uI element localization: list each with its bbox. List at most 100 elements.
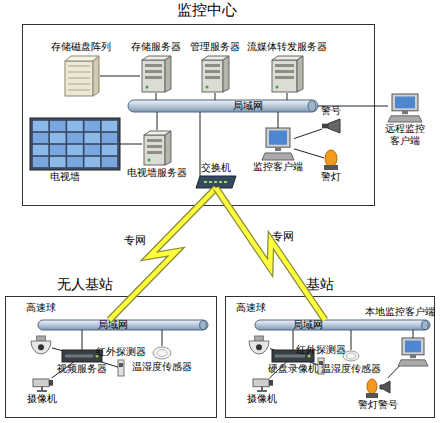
dome-icon-part [38,344,44,350]
video-wall-svg [30,118,120,170]
switch-icon: 交换机 [196,176,236,188]
client-pc-icon-svg [398,338,428,366]
device-label: 存储服务器 [131,41,181,53]
lan-bus-svg [255,320,430,330]
pc-icon-part [398,360,428,366]
lan-icon-part [200,321,207,330]
wall-icon-part [101,145,117,156]
array-icon-part [68,72,90,73]
wall-icon-part [50,157,66,168]
array-icon-part [68,90,90,91]
disk-array-icon: 存储磁盘阵列 [62,55,100,97]
dome-icon-part [255,336,264,341]
lan-icon-part [128,100,318,112]
disk-array-icon-svg [62,55,100,97]
wall-icon-part [101,157,117,168]
switch-icon-part [204,181,207,183]
server-icon: 电视墙服务器 [142,130,172,166]
edge-label: 专网 [124,234,146,247]
bus-label: 局域网 [98,319,128,331]
camera-icon: 摄像机 [30,378,54,392]
lan-bus: 局域网 [128,100,318,112]
device-label: 高速球 [26,302,56,314]
cam-icon-part [33,379,49,387]
pc-icon-part [269,131,287,145]
device-label: 红外探测器 [296,344,346,356]
server-icon-part [205,64,220,67]
wall-icon-part [84,121,100,132]
lan-icon-part [422,321,429,330]
server-icon: 管理服务器 [200,55,230,93]
dome-icon-part [249,341,269,354]
base-station-box: 基站局域网高速球本地监控客户端硬盘录像机红外探测器温湿度传感器摄像机警灯警号 [225,296,435,418]
server-icon-part [275,76,294,79]
speaker-icon-part [322,124,328,129]
device-label: 警号 [321,105,341,117]
server-icon-svg [270,55,304,93]
wall-icon-part [33,157,49,168]
lamp-icon-part [324,165,338,170]
pc-icon-part [392,94,418,111]
array-icon-part [68,84,90,85]
speaker-icon-part [328,119,340,133]
dome-icon-part [256,344,262,350]
device-label: 警灯 [321,171,341,183]
wall-icon-part [33,133,49,144]
pc-icon-part [266,128,290,147]
array-icon-part [68,78,90,79]
server-icon-part [147,151,162,154]
wall-icon-part [84,145,100,156]
alarm-icon-part [380,381,390,393]
wall-icon-part [67,121,83,132]
device-label: 视频服务器 [57,363,107,375]
device-label: 监控客户端 [253,161,303,173]
server-icon-part [275,70,294,73]
client-pc-icon-svg [262,128,294,160]
device-label: 高速球 [236,302,266,314]
wall-icon-part [33,145,49,156]
device-label: 摄像机 [247,393,277,405]
siren-icon-svg [322,119,340,133]
wall-icon-part [84,133,100,144]
device-label: 电视墙服务器 [127,167,187,179]
device-label: 硬盘录像机 [268,363,318,375]
server-icon-svg [140,55,172,93]
server-icon-part [206,86,209,89]
server-icon-part [145,76,162,79]
warning-lamp-icon-svg [324,150,338,170]
pc-icon-part [405,341,421,353]
lan-bus: 局域网 [255,320,430,330]
lan-icon-part [308,101,316,112]
pc-icon-part [402,111,408,114]
ir-icon-part [118,360,124,376]
group-heading: 基站 [306,276,334,292]
server-icon: 流媒体转发服务器 [270,55,304,93]
wall-icon-part [67,133,83,144]
device-label: 流媒体转发服务器 [247,41,327,53]
pc-icon-part [388,116,422,122]
device-label: 红外探测器 [96,346,146,358]
server-icon-part [205,76,220,79]
lan-icon-part [38,320,208,330]
sensor-icon-part [153,347,171,359]
wall-icon-part [50,121,66,132]
wall-icon-part [33,121,49,132]
server-icon-part [146,86,149,89]
switch-icon-part [219,181,222,183]
device-label: 电视墙 [50,171,80,183]
sensor-icon-part [157,350,167,357]
dome-icon-part [37,336,46,341]
base-station-box: 无人基站局域网高速球视频服务器红外探测器温湿度传感器摄像机 [5,296,217,418]
pc-icon-part [395,97,415,109]
switch-icon-part [196,176,236,188]
alarm-icon-part [366,393,378,398]
lamp-siren-icon: 警灯警号 [366,378,390,398]
array-icon-part [68,66,90,67]
dome-camera-icon-svg [30,336,52,354]
device-label: 存储磁盘阵列 [51,41,111,53]
server-icon-part [142,60,165,92]
switch-icon-part [224,181,227,183]
wall-icon-part [30,118,120,170]
server-icon-part [165,131,171,165]
